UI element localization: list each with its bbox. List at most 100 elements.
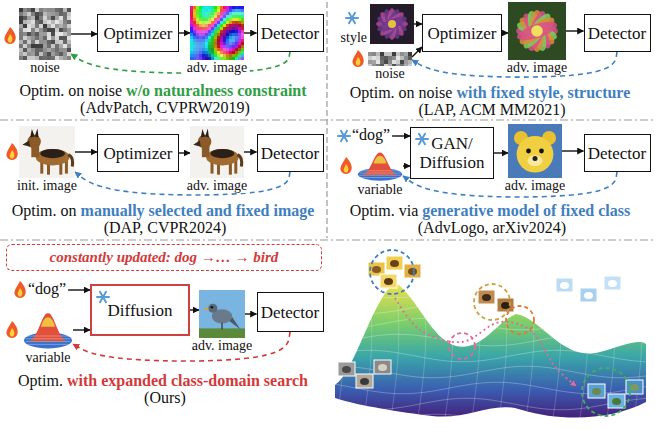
pixel [214,27,217,30]
pixel [190,9,193,12]
pixel [35,36,39,40]
pixel [19,28,23,32]
pixel [27,48,31,52]
mesh-line [335,414,650,426]
pixel [229,15,232,18]
mesh-line [336,262,345,425]
pixel [190,18,193,21]
pixel [238,21,241,24]
pixel [226,21,229,24]
pixel [55,28,59,32]
pixel [226,18,229,21]
snowflake-icon [100,292,106,302]
class-prompt: “dog” [28,280,68,300]
pixel [196,42,199,45]
pixel [55,16,59,20]
pixel [235,27,238,30]
pixel [67,24,71,28]
flow-arrow [562,150,584,151]
feedback-arrow [75,172,290,195]
thumbnail-frame [374,360,391,374]
box-label: Optimizer [428,24,497,43]
pixel [214,30,217,33]
pixel [199,36,202,39]
pixel [43,20,47,24]
pixel [241,48,244,51]
pixel [208,45,211,48]
caption-text: Optim. on noise [19,82,122,99]
process-box: Detector [257,14,324,52]
snowflake-icon [100,292,106,302]
caption-highlight: w/o naturalness constraint [126,82,306,99]
pixel [55,40,59,44]
pixel [384,52,388,56]
pixel [39,12,43,16]
pixel [23,28,27,32]
pixel [205,36,208,39]
pixel [238,12,241,15]
pixel [396,60,400,64]
box-label: Detector [588,24,647,43]
pixel [372,60,376,64]
pixel [63,8,67,12]
picture [23,310,73,350]
thumbnail-frame [580,288,597,302]
pixel [408,52,412,56]
pixel [232,24,235,27]
pixel [193,36,196,39]
flame-icon [4,27,15,44]
dog-snout [22,141,30,147]
pixel [220,51,223,54]
pixel [205,48,208,51]
pixel [35,16,39,20]
thumbnail-frame [380,274,397,288]
dog-saddle [211,149,235,158]
bird-leg [221,323,222,330]
pixel [39,32,43,36]
picture-ground [508,2,566,60]
pixel [214,18,217,21]
pixel [208,21,211,24]
image-label: adv. image [505,60,570,75]
pixel [35,20,39,24]
snowflake-icon [349,13,355,23]
pixel [226,27,229,30]
pixel [380,52,384,56]
sample-thumbnail [626,380,643,394]
pixel [193,39,196,42]
pixel [226,24,229,27]
pixel [19,48,23,52]
pixel [27,20,31,24]
snowflake-icon [349,13,355,23]
flow-arrow [190,309,199,310]
pixel [47,36,51,40]
pixel [208,30,211,33]
pixel [211,21,214,24]
pixel [226,30,229,33]
landscape-surface [335,282,646,418]
pixel [211,12,214,15]
class-cluster-circle [449,333,475,359]
pixel [223,21,226,24]
pixel [193,24,196,27]
class-cluster-circle [506,306,534,334]
pixel [217,12,220,15]
pixel [238,39,241,42]
pixel [235,45,238,48]
pixel [388,56,392,60]
pixel [196,36,199,39]
picture [19,8,71,60]
pixel [43,32,47,36]
pixel [238,36,241,39]
update-banner: constantly updated: dog →… → bird [6,244,322,271]
pixel [202,15,205,18]
mesh-line [335,398,650,410]
pixel [388,60,392,64]
pixel [199,12,202,15]
pixel [238,9,241,12]
pixel [229,39,232,42]
pixel [23,24,27,28]
pixel [205,12,208,15]
flow-arrow [71,33,97,34]
